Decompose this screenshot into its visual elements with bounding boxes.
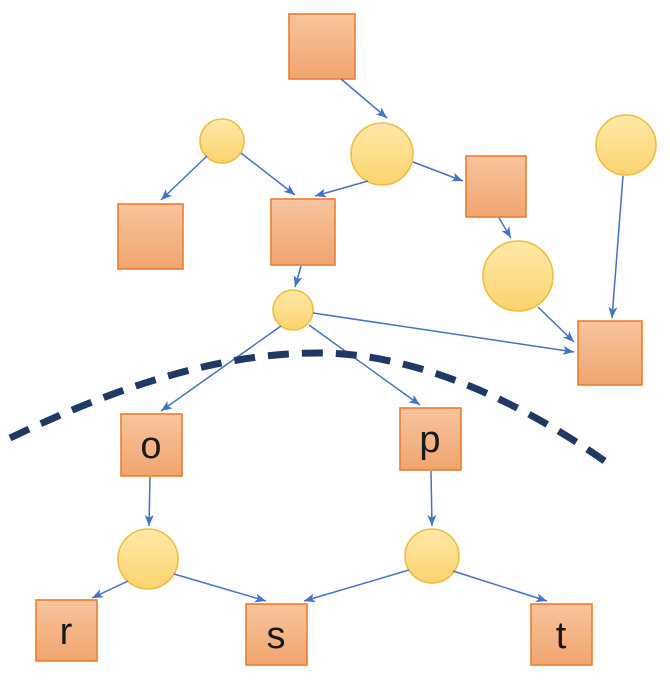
node-circle-f <box>117 528 179 590</box>
node-circle-g <box>404 528 460 584</box>
node-square-p <box>399 407 462 471</box>
edge-circled-squarefarright <box>537 306 575 343</box>
edge-circleg-squaret <box>452 570 548 602</box>
edge-circlee-squareo <box>160 325 282 412</box>
edge-squarep-circleg <box>427 470 437 527</box>
node-circle-c <box>595 114 657 176</box>
label-o: o <box>140 425 161 467</box>
label-r: r <box>60 611 73 653</box>
edge-squaretop-circleb <box>340 78 388 119</box>
edge-circleb-squareright <box>412 161 464 182</box>
dashed-divider-curve <box>8 349 609 465</box>
edge-squareright-circled <box>498 217 512 239</box>
edge-circleg-squares <box>303 569 410 603</box>
node-square-right <box>465 155 527 218</box>
node-square-top <box>288 13 356 80</box>
label-s: s <box>267 615 286 657</box>
edge-circlef-squarer <box>91 580 129 599</box>
edge-squarecenter-circlee <box>293 265 303 288</box>
node-circle-a <box>199 118 245 164</box>
edge-circlee-squarep <box>308 324 421 406</box>
node-square-center <box>270 198 336 266</box>
edge-squareo-circlef <box>144 476 154 527</box>
node-square-s <box>245 603 308 666</box>
node-circle-e <box>272 289 314 331</box>
label-p: p <box>419 419 440 461</box>
node-circle-b <box>350 122 414 186</box>
node-circle-d <box>482 240 554 312</box>
node-square-r <box>35 599 98 662</box>
node-square-t <box>530 603 593 666</box>
node-square-far-right <box>577 320 643 386</box>
node-square-left <box>117 203 184 270</box>
node-square-o <box>120 413 183 477</box>
edge-circlef-squares <box>173 573 267 603</box>
label-t: t <box>556 615 567 657</box>
edge-circleb-squarecenter <box>314 180 369 198</box>
edge-circlee-squarefarright <box>312 312 575 355</box>
edge-circlea-squarecenter <box>240 152 296 196</box>
edge-circlec-squarefarright <box>608 175 624 319</box>
edge-circlea-squareleft <box>160 155 208 201</box>
